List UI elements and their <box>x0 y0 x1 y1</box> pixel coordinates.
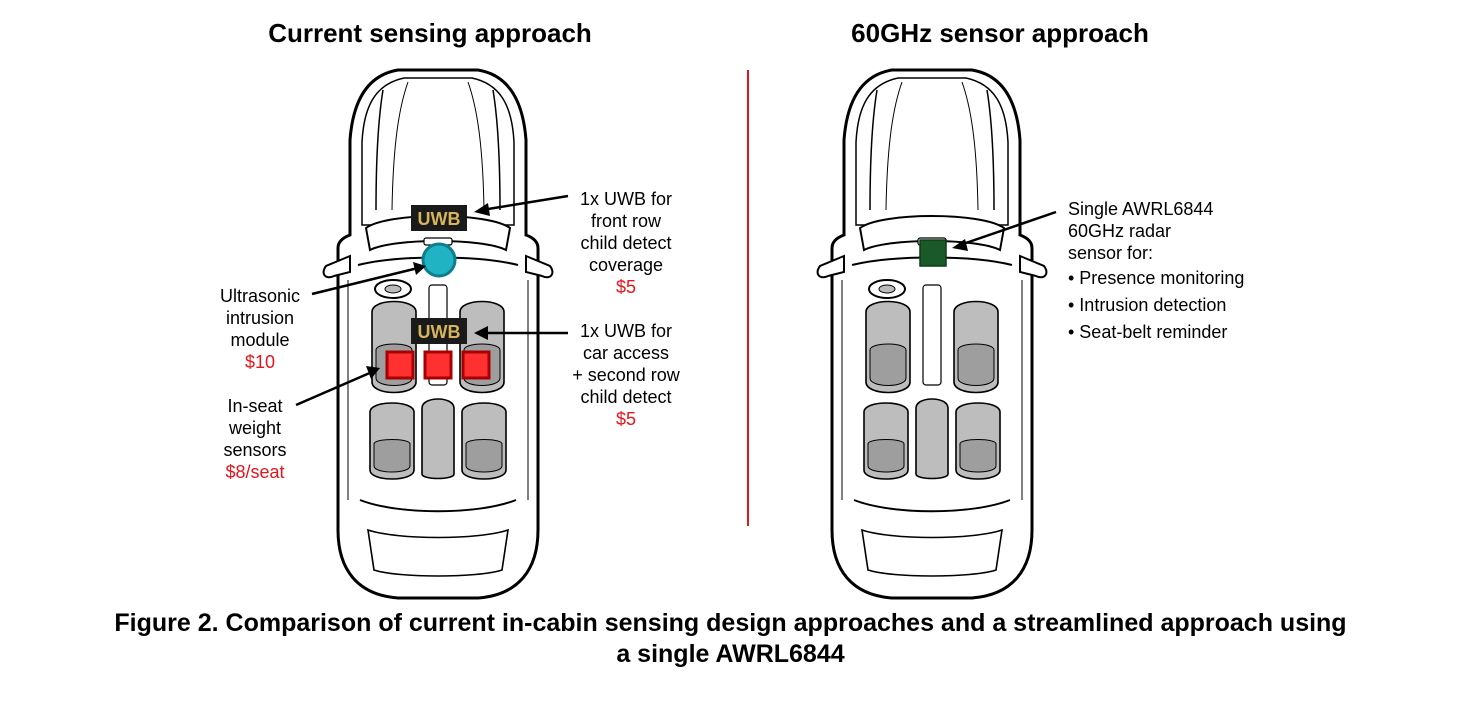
radar-feature-item: • Presence monitoring <box>1068 268 1245 288</box>
right-car-illustration <box>816 68 1048 600</box>
uwb-front-line-2: front row <box>590 211 662 231</box>
uwb-access-line-1: 1x UWB for <box>579 321 672 341</box>
arrowhead-uwb-access <box>474 326 488 340</box>
callout-arrows <box>295 194 1057 407</box>
uwb-front-badge: UWB <box>411 205 467 231</box>
uwb-access-line-2: car access <box>582 343 670 363</box>
radar-line-1: Single AWRL6844 <box>1068 199 1214 219</box>
weight-line-3: sensors <box>223 440 287 460</box>
uwb-front-line-1: 1x UWB for <box>579 189 672 209</box>
arrow-radar <box>959 210 1057 247</box>
figure-caption: Figure 2. Comparison of current in-cabin… <box>30 608 1431 670</box>
left-panel-title: Current sensing approach <box>268 18 592 48</box>
radar-feature-item: • Seat-belt reminder <box>1068 322 1228 342</box>
ultrasonic-module-marker <box>421 242 457 278</box>
weight-line-2: weight <box>228 418 282 438</box>
radar-sensor-marker <box>919 239 947 267</box>
arrowhead-radar <box>952 239 968 251</box>
arrowhead-uwb-front <box>474 203 490 216</box>
ultrasonic-line-3: module <box>230 330 290 350</box>
weight-callout: In-seat weight sensors $8/seat <box>195 395 315 483</box>
arrowhead-ultrasonic <box>413 262 426 275</box>
radar-feature-item: • Intrusion detection <box>1068 295 1227 315</box>
uwb-front-line-4: coverage <box>588 255 664 275</box>
ultrasonic-line-1: Ultrasonic <box>219 286 301 306</box>
uwb-front-badge-text: UWB <box>418 209 461 229</box>
weight-sensor-right <box>461 350 491 380</box>
uwb-access-cost: $5 <box>615 409 637 429</box>
weight-sensor-left <box>385 350 415 380</box>
caption-line-1: Figure 2. Comparison of current in-cabin… <box>114 609 1347 637</box>
uwb-access-badge: UWB <box>411 318 467 344</box>
right-panel-title: 60GHz sensor approach <box>851 18 1149 48</box>
uwb-front-cost: $5 <box>615 277 637 297</box>
ultrasonic-cost: $10 <box>244 352 276 372</box>
uwb-access-badge-text: UWB <box>418 322 461 342</box>
arrowhead-weight <box>366 366 380 379</box>
uwb-front-callout: 1x UWB for front row child detect covera… <box>556 188 696 298</box>
radar-feature-list: • Presence monitoring • Intrusion detect… <box>1068 265 1328 346</box>
weight-cost: $8/seat <box>225 462 285 482</box>
ultrasonic-line-2: intrusion <box>225 308 295 328</box>
weight-sensor-middle <box>423 350 453 380</box>
weight-line-1: In-seat <box>227 396 283 416</box>
arrow-uwb-front <box>481 194 569 212</box>
uwb-access-callout: 1x UWB for car access + second row child… <box>556 320 696 430</box>
uwb-front-line-3: child detect <box>580 233 672 253</box>
uwb-access-line-4: child detect <box>580 387 672 407</box>
weight-sensor-markers <box>385 350 491 380</box>
uwb-access-line-3: + second row <box>572 365 680 385</box>
arrow-weight <box>295 370 373 407</box>
ultrasonic-callout: Ultrasonic intrusion module $10 <box>195 285 325 373</box>
arrow-ultrasonic <box>311 266 419 296</box>
radar-line-3: sensor for: <box>1068 243 1154 263</box>
radar-callout-heading: Single AWRL6844 60GHz radar sensor for: <box>1068 198 1328 264</box>
radar-line-2: 60GHz radar <box>1068 221 1172 241</box>
caption-line-2: a single AWRL6844 <box>616 640 845 668</box>
